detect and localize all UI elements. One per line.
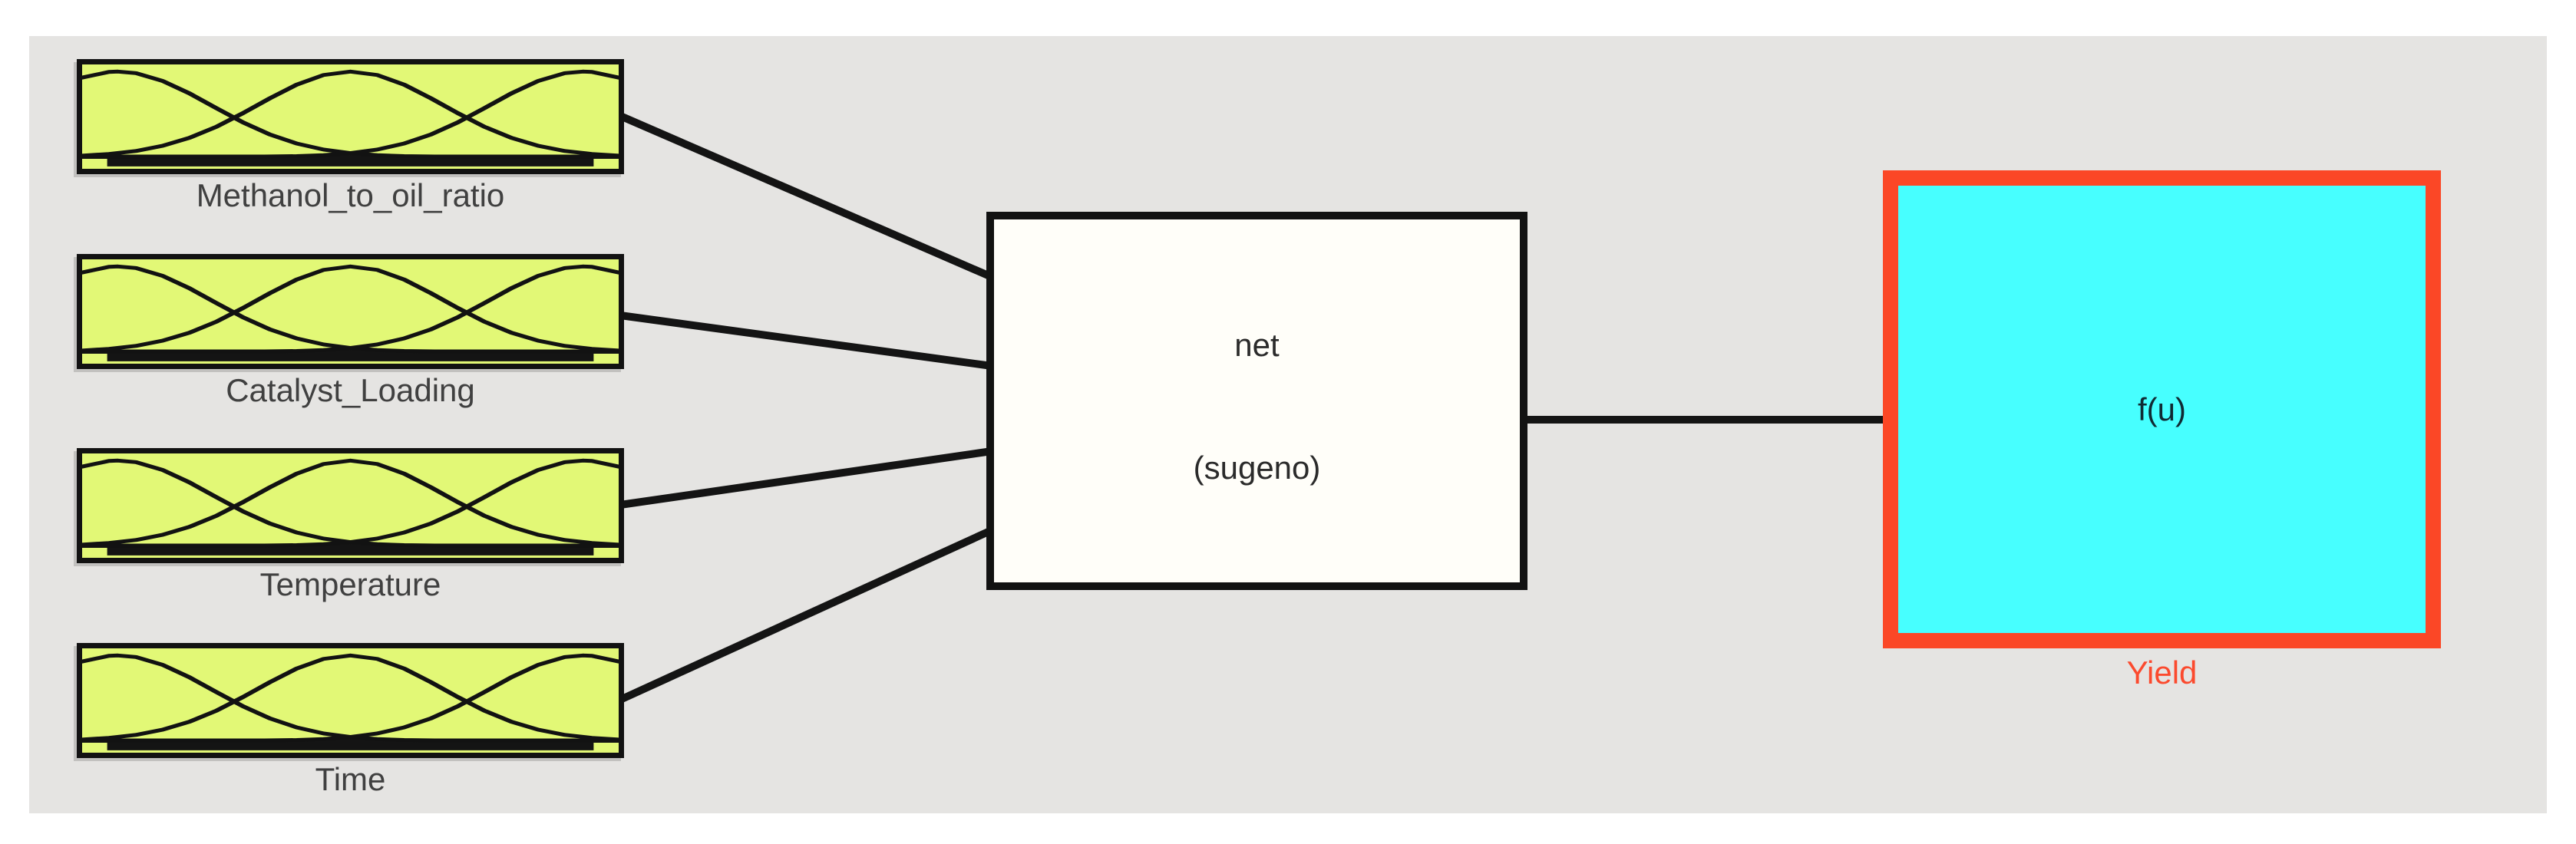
- input-label-temperature: Temperature: [259, 566, 441, 602]
- output-label-yield: Yield: [2126, 654, 2198, 691]
- input-node-temperature[interactable]: [77, 448, 624, 563]
- fis-name: net: [1234, 327, 1280, 364]
- membership-functions-icon: [82, 64, 619, 169]
- input-label-time: Time: [315, 761, 386, 797]
- input-node-catalyst-loading[interactable]: [77, 254, 624, 369]
- input-node-time[interactable]: [77, 643, 624, 758]
- input-node-methanol-to-oil-ratio[interactable]: [77, 59, 624, 174]
- membership-functions-icon: [82, 648, 619, 753]
- output-node-yield[interactable]: f(u): [1883, 170, 2441, 648]
- membership-functions-icon: [82, 453, 619, 558]
- fis-node[interactable]: net (sugeno): [986, 212, 1527, 590]
- input-label-methanol-to-oil-ratio: Methanol_to_oil_ratio: [196, 177, 505, 213]
- fis-type-label: (sugeno): [1193, 450, 1321, 486]
- output-formula: f(u): [2138, 391, 2186, 427]
- membership-functions-icon: [82, 259, 619, 364]
- input-label-catalyst-loading: Catalyst_Loading: [226, 372, 475, 408]
